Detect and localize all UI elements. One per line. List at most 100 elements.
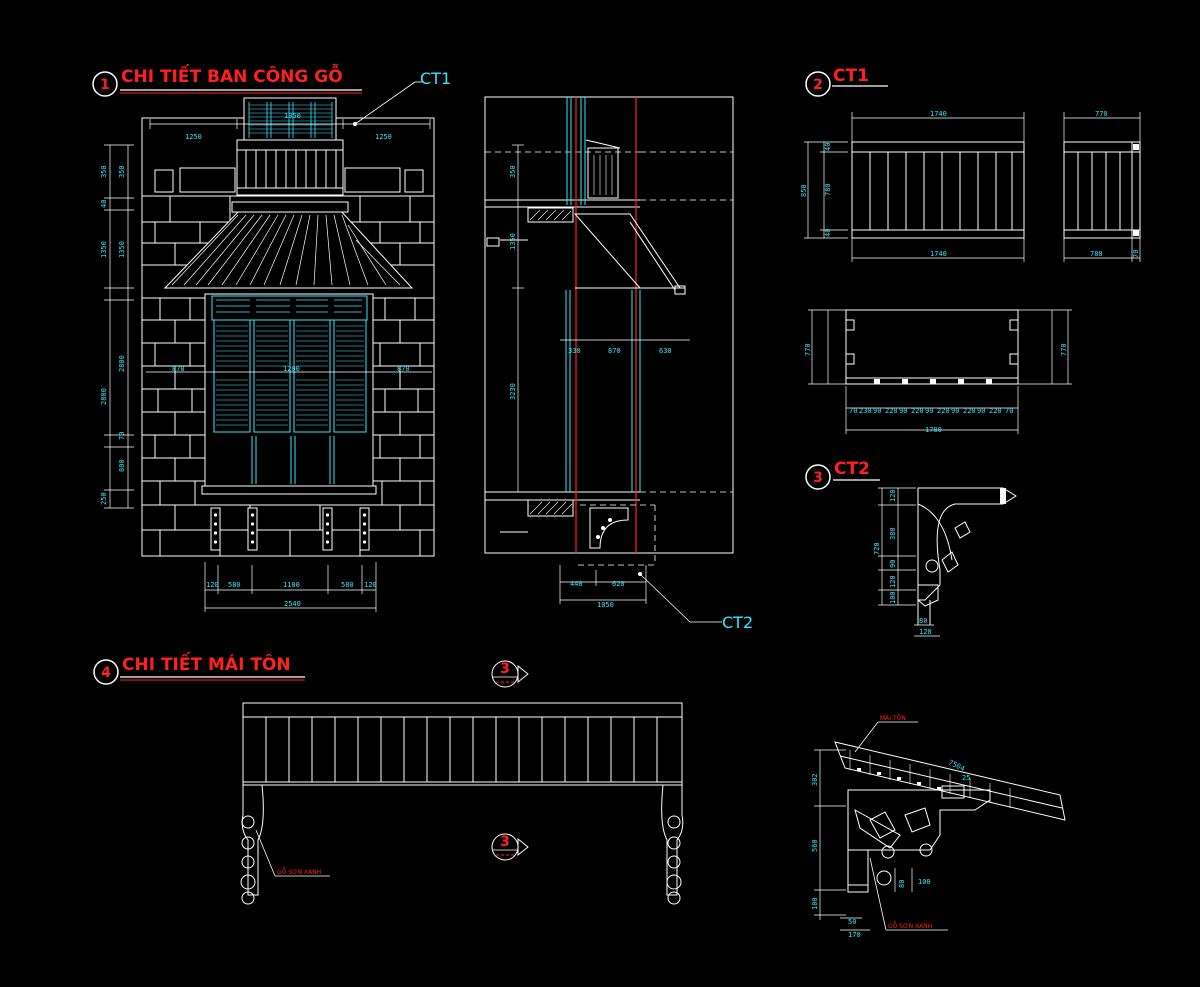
title-2-text: CT1 [833,66,869,86]
title-2-number: 2 [813,77,823,93]
dim-elev-v-1: 40 [100,200,108,208]
dim-plan-total: 1780 [925,426,942,434]
dim-plan-side-r: 770 [1060,343,1068,356]
note-roof-bottom: GỖ SƠN XANH [888,922,932,930]
dim-plan-b-1: 230 [859,407,872,415]
dim-roof-small: 25 [962,774,970,782]
dim-plan-b-11: 220 [989,407,1002,415]
dim-ct2-v-2: 90 [889,560,897,568]
dim-plan-b-2: 90 [873,407,881,415]
title-4-text: CHI TIẾT MÁI TÔN [122,651,291,675]
dim-plan-b-3: 220 [885,407,898,415]
section-marker-top-number: 3 [500,661,510,677]
dim-elev-v-5: 70 [118,432,126,440]
title-2: 2 CT1 [805,66,888,97]
dim-sec-total: 1050 [597,601,614,609]
dim-elev-mid-2: 1200 [283,365,300,373]
dim-plan-b-4: 90 [899,407,907,415]
dim-ct1-bot: 1740 [930,250,947,258]
dim-roof-side-1: 100 [918,878,931,886]
section-marker-bottom-number: 3 [500,834,510,850]
dim-ct2-v-0: 120 [889,489,897,502]
dim-elev-bot-0: 120 [206,581,219,589]
dim-sec-mid-0: 330 [568,347,581,355]
dim-ct1-top: 1740 [930,110,947,118]
title-3-number: 3 [813,470,823,486]
dim-ct1-side-bot-1: 70 [1132,250,1140,258]
dim-elev-bot-3: 580 [341,581,354,589]
dim-ct2-total: 720 [873,542,881,555]
roof-section-detail: 302 560 100 50 170 80 100 7504 25 MÁI TÔ… [811,715,1066,939]
dim-roof-b-0: 50 [848,918,856,926]
dim-sec-v-1: 1350 [509,233,517,250]
dim-elev-bot-2: 1100 [283,581,300,589]
dim-roof-b-1: 170 [848,931,861,939]
title-3-text: CT2 [834,459,870,479]
dim-elev-top-2: 1250 [375,133,392,141]
dim-plan-b-8: 90 [951,407,959,415]
dim-ct2-v-3: 120 [889,575,897,588]
dim-elev-v-0: 350 [100,165,108,178]
dim-elev-v-2: 1350 [100,241,108,258]
callout-ct1: CT1 [420,69,451,88]
dim-ct1-side: 770 [1095,110,1108,118]
plan-bottom-dims: 70 230 90 220 90 220 90 220 90 220 90 22… [849,407,1013,415]
section-marker-top: 3 [491,660,529,688]
dim-elev-mid-1: 870 [397,365,410,373]
dim-ct2-v-4: 100 [889,591,897,604]
title-4: 4 CHI TIẾT MÁI TÔN [93,651,305,685]
dim-sec-bot-1: 620 [612,580,625,588]
dim-roof-v-2: 100 [811,897,819,910]
dim-elev-top-1: 1350 [284,112,301,120]
dim-elev-bot-1: 580 [228,581,241,589]
title-1-text: CHI TIẾT BAN CÔNG GỖ [121,62,343,87]
dim-elev-v-3b: 2800 [118,355,126,372]
dim-plan-side-l: 770 [804,343,812,356]
title-1-circle [92,71,118,97]
title-4-number: 4 [101,665,111,681]
dim-elev-mid-0: 870 [172,365,185,373]
dim-sec-mid-2: 630 [659,347,672,355]
dim-plan-b-7: 220 [937,407,950,415]
side-section: 350 1350 3230 330 870 630 440 620 1050 C… [484,96,753,632]
dim-sec-mid-1: 870 [608,347,621,355]
title-1-number: 1 [100,77,110,93]
dim-plan-b-6: 90 [925,407,933,415]
dim-ct1-left-0: 40 [824,143,832,151]
dim-elev-total: 2540 [284,600,301,608]
ct1-side-view: 770 780 70 [1063,110,1141,262]
dim-ct1-left-2: 40 [824,229,832,237]
ct2-bracket-detail: 120 380 90 120 100 720 80 120 [873,487,1017,637]
title-1: 1 CHI TIẾT BAN CÔNG GỖ [92,62,362,97]
dim-elev-v-4: 800 [118,459,126,472]
note-left-leg: GỖ SƠN XANH [277,868,321,876]
dim-plan-b-9: 220 [963,407,976,415]
dim-ct2-b-0: 80 [919,617,927,625]
dim-elev-v-2b: 1350 [118,241,126,258]
ct1-plan-view: 770 770 70 230 90 220 90 220 90 220 90 2… [804,309,1072,434]
dim-roof-v-1: 560 [811,839,819,852]
dim-elev-v-0b: 350 [118,165,126,178]
section-marker-bottom: 3 [491,833,529,861]
callout-ct2: CT2 [722,613,753,632]
dim-roof-side-0: 80 [898,880,906,888]
dim-sec-bot-0: 440 [570,580,583,588]
title-3: 3 CT2 [805,459,880,490]
ct1-front-view: 1740 1740 850 40 780 40 [800,110,1025,262]
dim-ct1-overall: 850 [800,184,808,197]
dim-sec-v-0: 350 [509,165,517,178]
dim-ct1-left-1: 780 [824,183,832,196]
dim-plan-b-0: 70 [849,407,857,415]
dim-elev-v-6: 250 [100,492,108,505]
dim-plan-b-5: 220 [911,407,924,415]
dim-plan-b-10: 90 [977,407,985,415]
dim-ct2-v-1: 380 [889,527,897,540]
dim-plan-b-12: 70 [1005,407,1013,415]
dim-sec-v-2: 3230 [509,383,517,400]
roof-front-view: GỖ SƠN XANH [240,702,684,905]
dim-ct1-side-bot-0: 780 [1090,250,1103,258]
dim-elev-v-3: 2800 [100,388,108,405]
front-elevation: 350 350 40 1350 1350 2800 2800 70 800 25… [100,69,451,612]
dim-roof-v-0: 302 [811,773,819,786]
